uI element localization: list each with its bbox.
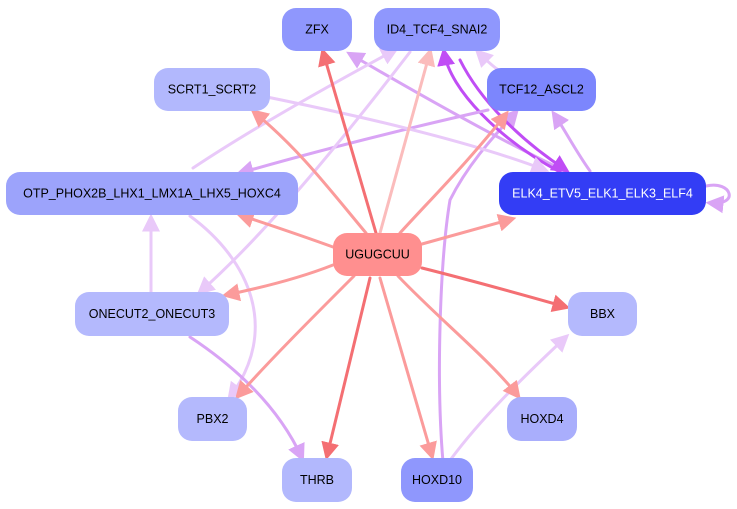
purple-edges bbox=[142, 47, 731, 464]
node-center[interactable]: UGUGCUU bbox=[333, 233, 422, 276]
node-hoxd10-box bbox=[401, 458, 473, 502]
node-id4-box bbox=[374, 8, 500, 51]
node-id4[interactable]: ID4_TCF4_SNAI2 bbox=[374, 8, 500, 51]
node-onecut-box bbox=[75, 292, 229, 336]
node-center-box bbox=[333, 233, 422, 276]
edge-center-to-hoxd4 bbox=[396, 274, 521, 400]
red-edges bbox=[221, 47, 571, 461]
node-scrt-label: SCRT1_SCRT2 bbox=[168, 83, 257, 97]
node-thrb-label: THRB bbox=[300, 473, 334, 487]
edge-center-to-bbx bbox=[420, 266, 571, 312]
node-otp-box bbox=[6, 172, 298, 215]
node-zfx-box bbox=[282, 8, 352, 51]
node-otp[interactable]: OTP_PHOX2B_LHX1_LMX1A_LHX5_HOXC4 bbox=[6, 172, 298, 215]
edge-hoxd10-to-tcf12 bbox=[437, 108, 519, 464]
node-tcf12-label: TCF12_ASCL2 bbox=[499, 83, 584, 97]
node-onecut-label: ONECUT2_ONECUT3 bbox=[89, 307, 215, 321]
edge-center-to-otp bbox=[235, 210, 335, 249]
node-scrt-box bbox=[154, 68, 270, 111]
nodes: ZFX ID4_TCF4_SNAI2 SCRT1_SCRT2 TCF12_ASC… bbox=[6, 8, 706, 502]
node-elk-label: ELK4_ETV5_ELK1_ELK3_ELF4 bbox=[512, 187, 693, 201]
edge-elk-self-loop bbox=[704, 183, 731, 214]
node-pbx2[interactable]: PBX2 bbox=[178, 397, 247, 441]
node-hoxd10[interactable]: HOXD10 bbox=[401, 458, 473, 502]
node-zfx-label: ZFX bbox=[305, 23, 329, 37]
node-tcf12-box bbox=[487, 68, 596, 111]
edge-elk-to-tcf12 bbox=[551, 110, 592, 173]
node-pbx2-label: PBX2 bbox=[197, 412, 229, 426]
edge-onecut-to-thrb bbox=[188, 335, 305, 463]
edge-center-to-elk bbox=[420, 213, 517, 246]
node-zfx[interactable]: ZFX bbox=[282, 8, 352, 51]
edge-hoxd10-to-bbx bbox=[449, 333, 570, 461]
node-bbx-label: BBX bbox=[590, 307, 616, 321]
node-center-label: UGUGCUU bbox=[345, 248, 410, 262]
edge-otp-to-pbx2 bbox=[188, 214, 257, 401]
node-bbx-box bbox=[568, 292, 637, 336]
edge-center-to-pbx2 bbox=[235, 274, 356, 400]
edge-tcf12-to-id4 bbox=[474, 48, 499, 71]
edge-center-to-id4 bbox=[378, 47, 436, 235]
node-hoxd4[interactable]: HOXD4 bbox=[507, 397, 577, 441]
node-hoxd4-label: HOXD4 bbox=[520, 412, 563, 426]
edge-center-to-thrb bbox=[321, 276, 372, 461]
node-elk-box bbox=[499, 172, 706, 215]
node-thrb[interactable]: THRB bbox=[282, 458, 352, 502]
node-scrt[interactable]: SCRT1_SCRT2 bbox=[154, 68, 270, 111]
node-elk[interactable]: ELK4_ETV5_ELK1_ELK3_ELF4 bbox=[499, 172, 706, 215]
node-pbx2-box bbox=[178, 397, 247, 441]
edge-center-to-scrt bbox=[250, 109, 368, 235]
edge-center-to-zfx bbox=[318, 47, 378, 235]
edge-center-to-tcf12 bbox=[398, 110, 509, 235]
node-onecut[interactable]: ONECUT2_ONECUT3 bbox=[75, 292, 229, 336]
node-bbx[interactable]: BBX bbox=[568, 292, 637, 336]
edge-scrt-to-elk bbox=[260, 94, 550, 174]
edge-center-to-onecut bbox=[221, 263, 335, 302]
node-id4-label: ID4_TCF4_SNAI2 bbox=[387, 23, 488, 37]
edge-center-to-hoxd10 bbox=[378, 276, 437, 461]
node-hoxd4-box bbox=[507, 397, 577, 441]
edge-tcf12-to-otp bbox=[235, 108, 490, 178]
node-hoxd10-label: HOXD10 bbox=[412, 473, 462, 487]
node-otp-label: OTP_PHOX2B_LHX1_LMX1A_LHX5_HOXC4 bbox=[23, 187, 281, 201]
edge-id4-to-onecut bbox=[196, 50, 412, 295]
edge-otp-self-to-onecut bbox=[191, 47, 399, 170]
node-thrb-box bbox=[282, 458, 352, 502]
node-tcf12[interactable]: TCF12_ASCL2 bbox=[487, 68, 596, 111]
